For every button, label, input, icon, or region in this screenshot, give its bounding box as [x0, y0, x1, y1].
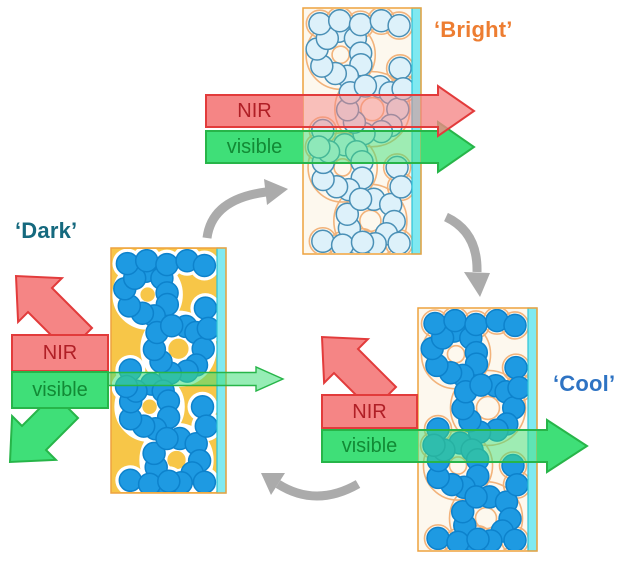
visible-box-dark	[11, 371, 109, 409]
state-label-dark: ‘Dark’	[15, 218, 78, 243]
visible-through-arrow-cool	[321, 418, 589, 474]
cycle-arrow-dark-to-bright	[202, 187, 267, 239]
visible-reflect-arrow-dark	[8, 392, 80, 464]
nir-box-dark	[11, 334, 109, 372]
state-label-bright: ‘Bright’	[434, 17, 513, 42]
state-label-cool: ‘Cool’	[553, 371, 616, 396]
cycle-arrows	[202, 179, 490, 501]
cycle-arrow-bright-to-cool	[443, 212, 482, 273]
nir-box-cool	[321, 394, 418, 429]
beam-arrows	[8, 84, 589, 474]
nir-through-arrow-bright	[205, 84, 476, 138]
cycle-arrow-cool-to-dark	[275, 480, 361, 501]
visible-through-arrow-bright	[205, 120, 476, 174]
glass-strip-dark	[216, 247, 227, 494]
visible-thin-arrow-dark	[99, 365, 285, 393]
